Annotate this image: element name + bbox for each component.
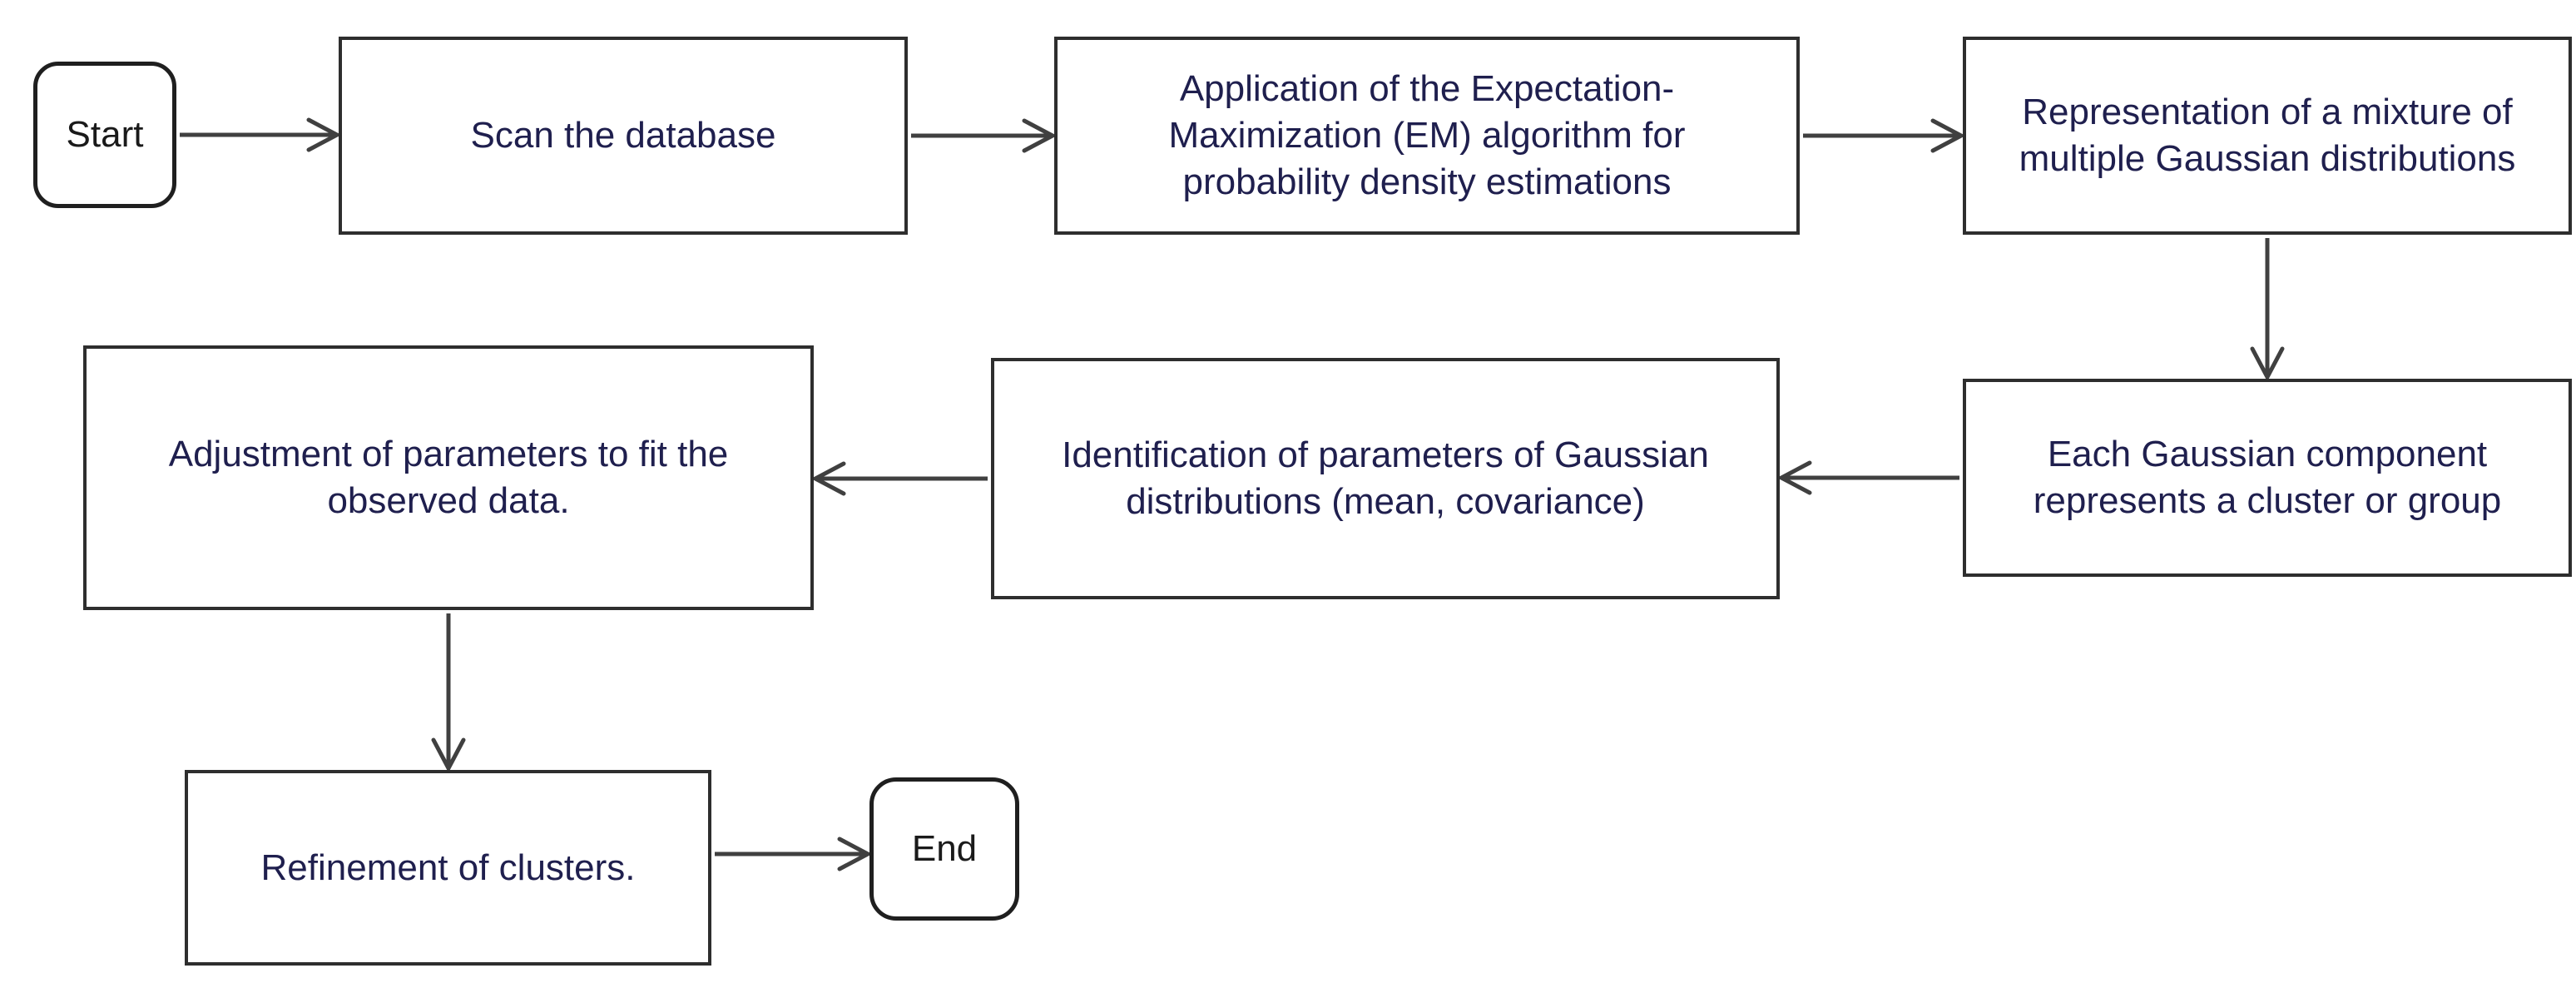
node-label-scan-database: Scan the database — [470, 115, 776, 156]
node-label-em-algorithm: Application of the Expectation-Maximizat… — [1168, 68, 1686, 202]
flow-node-end: End — [869, 777, 1019, 921]
node-label-end: End — [911, 828, 978, 869]
flow-node-parameter-identification: Identification of parameters of Gaussian… — [991, 358, 1780, 599]
node-label-parameter-adjustment: Adjustment of parameters to fit the obse… — [168, 434, 729, 521]
flow-node-gaussian-component-cluster: Each Gaussian component represents a clu… — [1963, 379, 2572, 577]
flow-node-mixture-representation: Representation of a mixture of multiple … — [1963, 37, 2572, 235]
flow-node-parameter-adjustment: Adjustment of parameters to fit the obse… — [83, 345, 814, 610]
node-label-start: Start — [66, 114, 144, 155]
flow-node-cluster-refinement: Refinement of clusters. — [185, 770, 711, 966]
flow-node-em-algorithm: Application of the Expectation-Maximizat… — [1054, 37, 1800, 235]
node-label-parameter-identification: Identification of parameters of Gaussian… — [1062, 434, 1709, 522]
flow-node-start: Start — [33, 62, 176, 208]
node-label-gaussian-component-cluster: Each Gaussian component represents a clu… — [2033, 434, 2502, 521]
flow-node-scan-database: Scan the database — [339, 37, 908, 235]
node-label-cluster-refinement: Refinement of clusters. — [260, 847, 636, 888]
node-label-mixture-representation: Representation of a mixture of multiple … — [2019, 92, 2516, 179]
